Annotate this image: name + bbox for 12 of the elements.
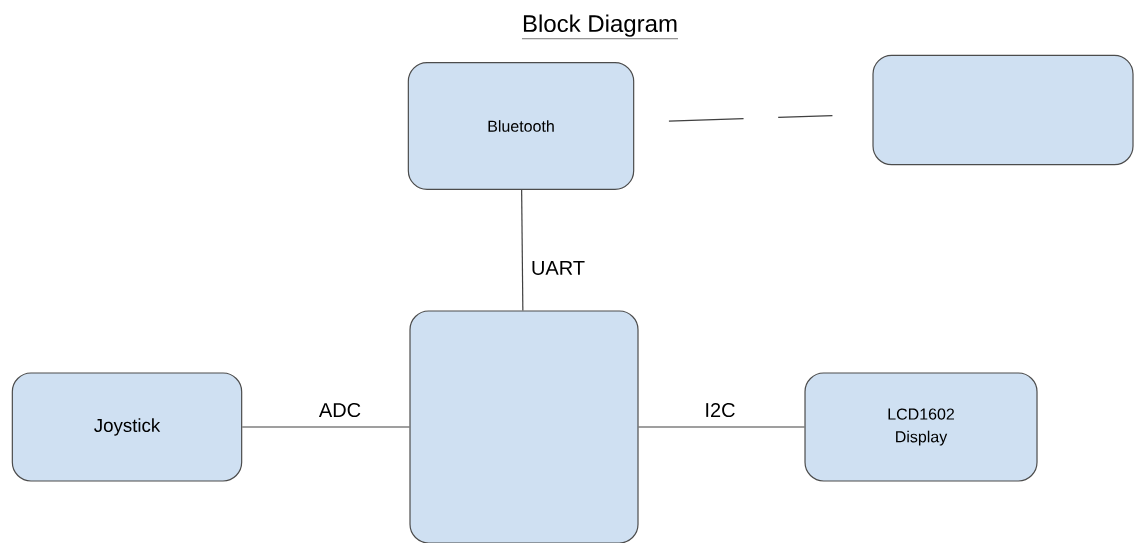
edge-label: ADC (317, 401, 363, 419)
block-box (872, 54, 1134, 166)
block-box (409, 310, 639, 543)
block-box: LCD1602 Display (804, 372, 1038, 482)
connector-line (521, 189, 524, 311)
title: Block Diagram (521, 14, 679, 39)
block-box: Bluetooth (407, 62, 635, 190)
edge-label: I2C (703, 401, 737, 419)
connector-line (241, 426, 410, 428)
block-box: Joystick (11, 372, 243, 482)
edge-label: UART (529, 259, 587, 277)
connector-line (638, 426, 805, 428)
